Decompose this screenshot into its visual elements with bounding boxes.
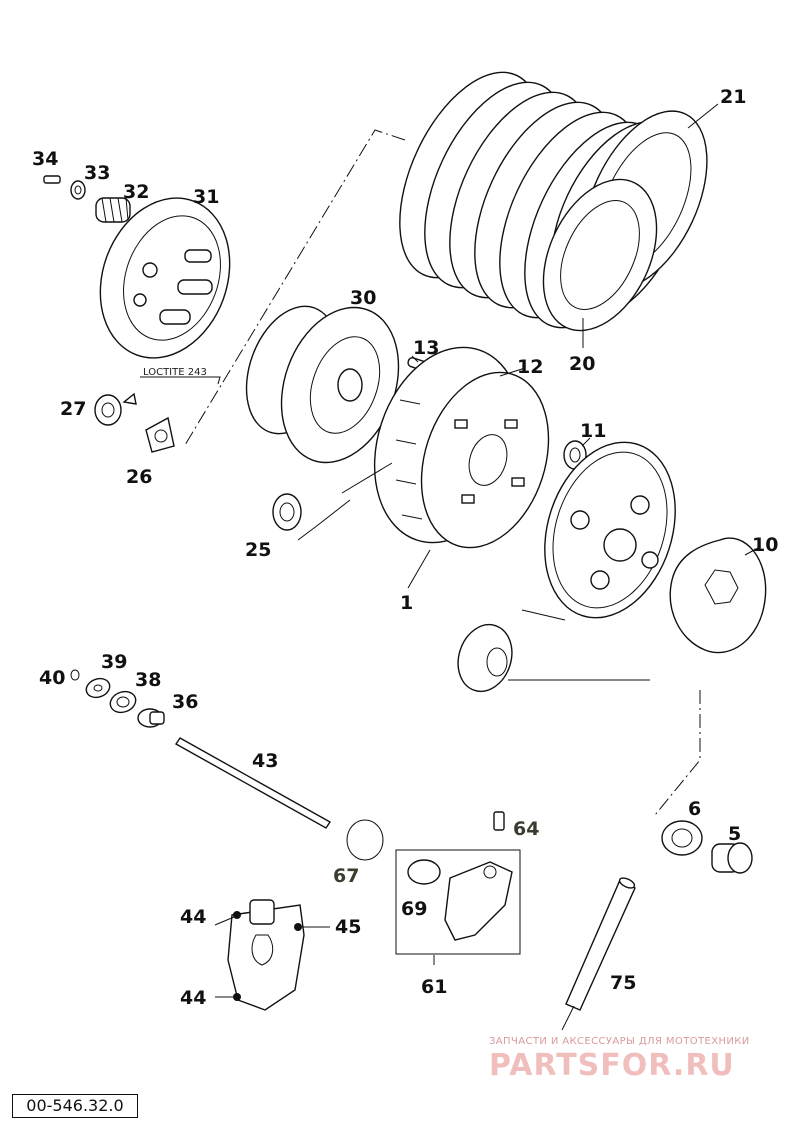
clutch-slave-cover [227,899,305,1011]
washer-25 [272,493,302,531]
watermark-logo: PARTSFOR.RU [489,1048,735,1083]
callout-30: 30 [350,287,376,309]
callout-64: 64 [513,818,539,840]
lock-washer-26 [145,416,175,453]
leader-lines [140,103,759,998]
callout-33: 33 [84,162,110,184]
loctite-drop [122,392,137,405]
pressure-cap [99,197,231,359]
nut-27 [94,394,122,426]
callout-5: 5 [728,823,741,845]
callout-40: 40 [39,667,65,689]
callout-27: 27 [60,398,86,420]
callout-1: 1 [400,592,413,614]
bearing-38 [109,690,137,714]
drive-pinion [457,623,513,693]
primary-gear [544,441,676,619]
drawing-code: 00-546.32.0 [12,1094,138,1118]
callout-36: 36 [172,691,198,713]
callout-6: 6 [688,798,701,820]
assembly-line-1 [184,129,406,446]
watermark-caption: ЗАПЧАСТИ И АКСЕССУАРЫ ДЛЯ МОТОТЕХНИКИ [489,1036,750,1047]
callout-43: 43 [252,750,278,772]
callout-44-bottom: 44 [180,987,206,1009]
bushing-5 [711,842,753,874]
callout-69: 69 [401,898,427,920]
syringe-75 [561,877,636,1031]
callout-10: 10 [752,534,778,556]
bolt-34 [43,175,61,184]
callout-31: 31 [193,186,219,208]
callout-25: 25 [245,539,271,561]
assembly-line-2 [654,690,701,816]
callout-12: 12 [517,356,543,378]
callout-32: 32 [123,181,149,203]
inner-hub [245,305,400,464]
outer-clutch-basket [373,346,550,549]
o-ring-67 [346,819,384,861]
slave-cylinder-kit-box [395,849,521,955]
callout-75: 75 [610,972,636,994]
callout-11: 11 [580,420,606,442]
pressure-piece-36 [137,708,165,728]
callout-39: 39 [101,651,127,673]
callout-38: 38 [135,669,161,691]
damper-plate [669,537,767,654]
callout-13: 13 [413,337,439,359]
loctite-note: LOCTITE 243 [143,367,207,378]
spring-32 [95,197,131,223]
callout-21: 21 [720,86,746,108]
bolt-64 [493,811,505,831]
clutch-disc-stack [399,71,708,332]
callout-20: 20 [569,353,595,375]
callout-labels: 34 33 32 31 21 30 20 13 12 LOCTITE 243 2… [32,86,778,1009]
callout-67: 67 [333,865,359,887]
callout-61: 61 [421,976,447,998]
needle-bearing-6 [661,820,703,856]
callout-45: 45 [335,916,361,938]
callout-26: 26 [126,466,152,488]
washer-33 [70,180,86,200]
washer-40 [70,669,80,681]
washer-39 [85,677,111,699]
push-rod-43 [174,737,332,829]
callout-34: 34 [32,148,58,170]
callout-44-top: 44 [180,906,206,928]
